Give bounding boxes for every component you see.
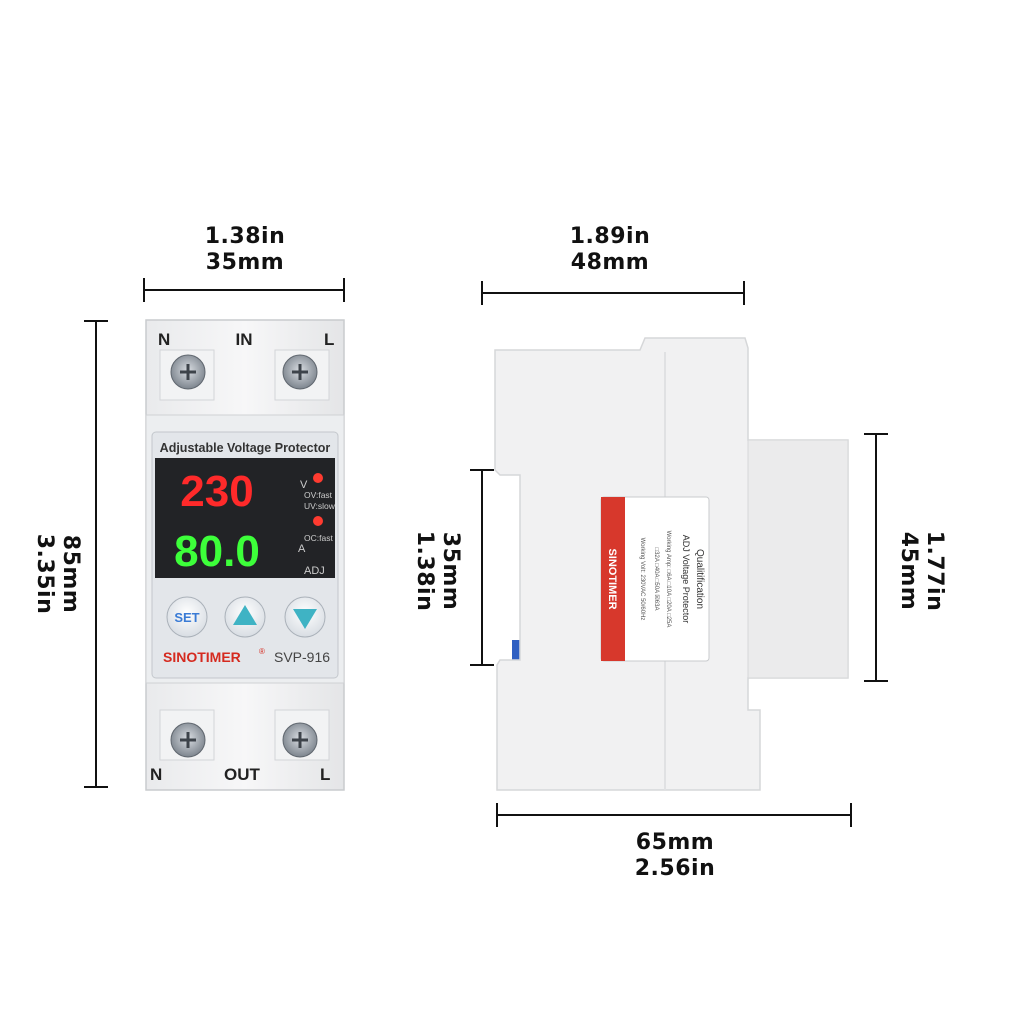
side-width-in: 1.89in bbox=[569, 224, 651, 249]
current-led-icon bbox=[313, 516, 323, 526]
panel-title: Adjustable Voltage Protector bbox=[160, 441, 331, 455]
side-label-line2: ADJ Voltage Protector bbox=[681, 535, 691, 624]
side-label-sticker: SINOTIMER Qualitification ADJ Voltage Pr… bbox=[600, 496, 710, 662]
front-width-mm: 35mm bbox=[205, 250, 285, 275]
voltage-readout: 230 bbox=[180, 467, 253, 516]
side-label-line5: Working Volt: 230VAC 50/60Hz bbox=[639, 538, 645, 621]
front-width-dimension: 1.38in 35mm bbox=[180, 224, 310, 276]
current-readout: 80.0 bbox=[174, 527, 260, 576]
top-in-label: IN bbox=[236, 330, 253, 349]
uv-label: UV:slow bbox=[304, 501, 336, 511]
side-depth-in: 2.56in bbox=[634, 856, 716, 881]
dimension-lines bbox=[84, 278, 888, 827]
down-arrow-icon bbox=[293, 609, 317, 629]
top-l-label: L bbox=[324, 330, 334, 349]
front-width-in: 1.38in bbox=[204, 224, 286, 249]
unit-a: A bbox=[298, 543, 306, 555]
ov-label: OV:fast bbox=[304, 490, 333, 500]
brand-name: SINOTIMER bbox=[163, 649, 241, 665]
side-label-line4: □32A □40A □50A ☒63A bbox=[653, 548, 660, 611]
side-label-brand: SINOTIMER bbox=[606, 548, 618, 609]
front-view-device: N IN L N OUT L Adjustable Voltage Protec… bbox=[145, 319, 345, 791]
registered-mark: ® bbox=[259, 647, 265, 656]
side-label-line1: Qualitification bbox=[694, 549, 705, 609]
bottom-n-label: N bbox=[150, 765, 162, 784]
side-depth-mm: 65mm bbox=[635, 830, 715, 855]
side-label-line3: Working Amp: □6A □10A □20A □25A bbox=[665, 531, 671, 628]
set-button-label: SET bbox=[174, 610, 199, 625]
bottom-l-label: L bbox=[320, 765, 330, 784]
set-button[interactable] bbox=[166, 596, 208, 638]
up-arrow-icon bbox=[233, 605, 257, 625]
bottom-out-label: OUT bbox=[224, 765, 261, 784]
voltage-led-icon bbox=[313, 473, 323, 483]
side-view-device: SINOTIMER Qualitification ADJ Voltage Pr… bbox=[494, 337, 849, 791]
side-depth-dimension: 65mm 2.56in bbox=[610, 830, 740, 882]
model-name: SVP-916 bbox=[274, 649, 330, 665]
unit-v: V bbox=[300, 479, 308, 491]
adj-label: ADJ bbox=[304, 565, 325, 577]
side-width-dimension: 1.89in 48mm bbox=[545, 224, 675, 276]
display-window bbox=[155, 458, 335, 578]
oc-label: OC:fast bbox=[304, 533, 333, 543]
top-n-label: N bbox=[158, 330, 170, 349]
side-width-mm: 48mm bbox=[570, 250, 650, 275]
